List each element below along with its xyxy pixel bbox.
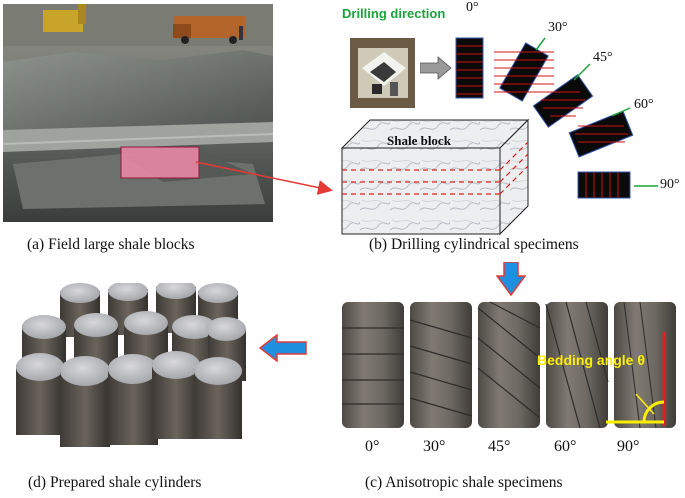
field-photo	[2, 4, 274, 222]
gray-arrow-icon	[420, 56, 452, 80]
field-photo-panel	[2, 4, 274, 222]
specimen-45	[477, 301, 541, 428]
specimen-angle-60: 60°	[554, 438, 577, 455]
specimen-angle-0: 0°	[365, 438, 380, 455]
specimen-30	[409, 302, 473, 428]
sample-region-highlight	[120, 146, 200, 179]
bedding-angle-label: Bedding angle θ	[537, 352, 645, 368]
angle-label-60: 60°	[634, 97, 654, 112]
shale-block-label: Shale block	[387, 133, 451, 148]
caption-a: (a) Field large shale blocks	[27, 236, 195, 253]
core-90-degree	[577, 171, 631, 199]
drilling-direction-label: Drilling direction	[342, 6, 446, 21]
shale-block	[340, 118, 530, 236]
caption-b: (b) Drilling cylindrical specimens	[369, 236, 579, 253]
core-photo	[350, 38, 415, 108]
bedding-arc	[642, 400, 665, 423]
excavator	[43, 10, 83, 32]
caption-d: (d) Prepared shale cylinders	[28, 474, 202, 491]
angle-label-90: 90°	[660, 177, 680, 192]
angle-label-30: 30°	[548, 20, 568, 35]
specimen-60	[545, 301, 609, 429]
specimens-photo	[340, 298, 680, 433]
core-0-degree	[455, 37, 484, 99]
specimen-angle-90: 90°	[617, 438, 640, 455]
arrow-left-icon	[259, 334, 307, 362]
angle-label-0: 0°	[466, 0, 479, 15]
specimen-90	[606, 301, 676, 429]
specimen-0	[342, 302, 404, 428]
arrow-down-icon	[496, 262, 526, 296]
orientation-diagram	[455, 37, 658, 199]
caption-c: (c) Anisotropic shale specimens	[365, 474, 563, 491]
specimen-angle-30: 30°	[423, 438, 446, 455]
prepared-cylinders-photo	[16, 283, 246, 447]
core-45-degree	[532, 74, 594, 128]
specimen-angle-45: 45°	[488, 438, 511, 455]
angle-label-45: 45°	[593, 50, 613, 65]
